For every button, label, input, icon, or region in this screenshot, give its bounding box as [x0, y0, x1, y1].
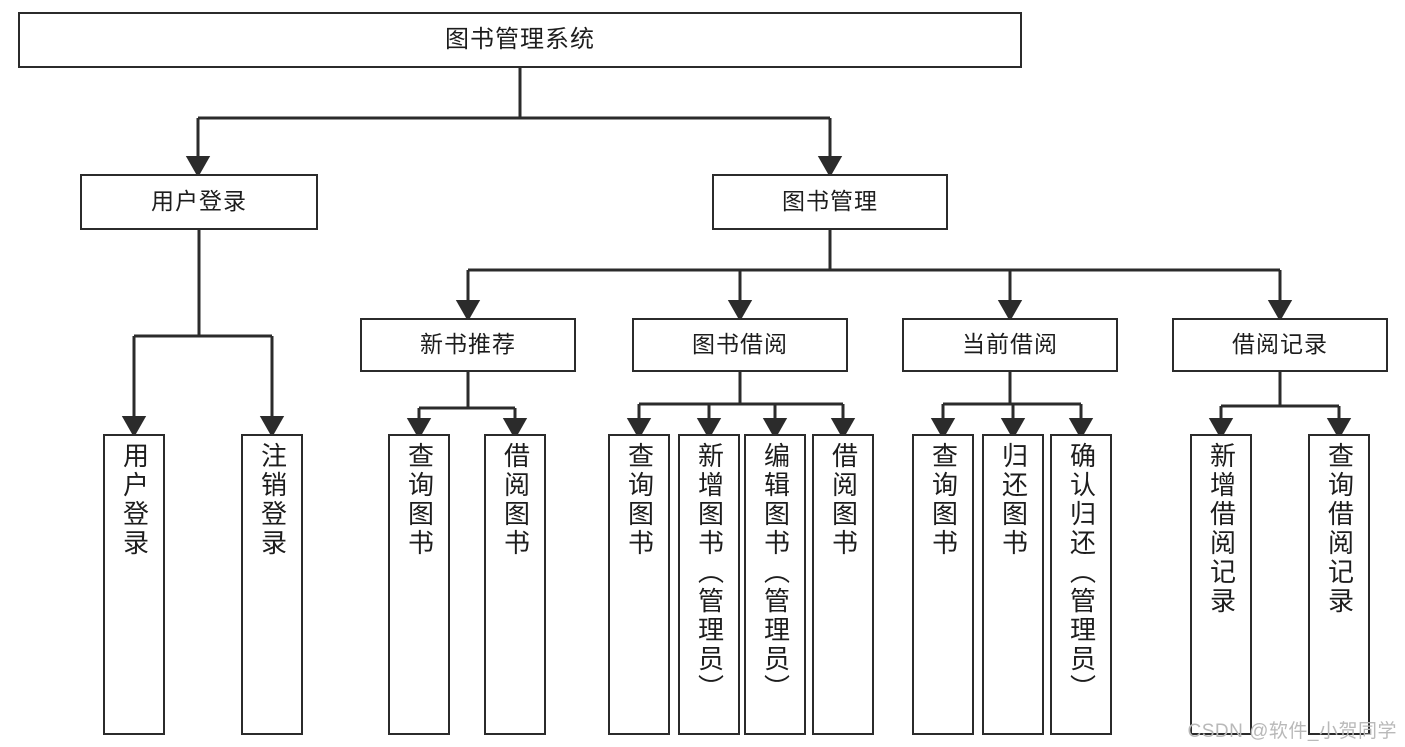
node-new-book-recommend-label: 新书推荐	[420, 331, 516, 358]
node-root-label: 图书管理系统	[445, 25, 595, 53]
node-leaf-logout[interactable]: 注销登录	[241, 434, 303, 735]
node-leaf-borrow-book-label: 借阅图书	[828, 442, 859, 558]
node-user-login-label: 用户登录	[151, 188, 247, 215]
watermark-text: CSDN @软件_小贺同学	[1187, 721, 1397, 742]
node-leaf-logout-label: 注销登录	[257, 442, 288, 558]
node-leaf-confirm-return-label: 确认归还（管理员）	[1066, 442, 1097, 703]
node-leaf-query-book-borrow-label: 查询图书	[624, 442, 655, 558]
node-book-manage-label: 图书管理	[782, 188, 878, 215]
node-leaf-query-book-rec-label: 查询图书	[404, 442, 435, 558]
node-leaf-edit-book[interactable]: 编辑图书（管理员）	[744, 434, 806, 735]
node-leaf-query-record-label: 查询借阅记录	[1324, 442, 1355, 616]
node-leaf-query-record[interactable]: 查询借阅记录	[1308, 434, 1370, 735]
node-leaf-add-book-label: 新增图书（管理员）	[694, 442, 725, 703]
node-leaf-add-record-label: 新增借阅记录	[1206, 442, 1237, 616]
node-leaf-return-book-label: 归还图书	[998, 442, 1029, 558]
node-root[interactable]: 图书管理系统	[18, 12, 1022, 68]
node-leaf-query-book-rec[interactable]: 查询图书	[388, 434, 450, 735]
node-current-borrow-label: 当前借阅	[962, 331, 1058, 358]
node-leaf-confirm-return[interactable]: 确认归还（管理员）	[1050, 434, 1112, 735]
node-leaf-borrow-book-rec[interactable]: 借阅图书	[484, 434, 546, 735]
node-leaf-query-book-borrow[interactable]: 查询图书	[608, 434, 670, 735]
node-leaf-user-login[interactable]: 用户登录	[103, 434, 165, 735]
node-borrow-record-label: 借阅记录	[1232, 331, 1328, 358]
node-leaf-borrow-book-rec-label: 借阅图书	[500, 442, 531, 558]
node-leaf-query-book-cur-label: 查询图书	[928, 442, 959, 558]
node-book-manage[interactable]: 图书管理	[712, 174, 948, 230]
node-leaf-borrow-book[interactable]: 借阅图书	[812, 434, 874, 735]
node-new-book-recommend[interactable]: 新书推荐	[360, 318, 576, 372]
node-leaf-user-login-label: 用户登录	[119, 442, 150, 558]
node-borrow-record[interactable]: 借阅记录	[1172, 318, 1388, 372]
node-leaf-add-record[interactable]: 新增借阅记录	[1190, 434, 1252, 735]
node-user-login[interactable]: 用户登录	[80, 174, 318, 230]
node-leaf-return-book[interactable]: 归还图书	[982, 434, 1044, 735]
node-leaf-edit-book-label: 编辑图书（管理员）	[760, 442, 791, 703]
node-book-borrow[interactable]: 图书借阅	[632, 318, 848, 372]
node-current-borrow[interactable]: 当前借阅	[902, 318, 1118, 372]
node-leaf-query-book-cur[interactable]: 查询图书	[912, 434, 974, 735]
node-leaf-add-book[interactable]: 新增图书（管理员）	[678, 434, 740, 735]
node-book-borrow-label: 图书借阅	[692, 331, 788, 358]
